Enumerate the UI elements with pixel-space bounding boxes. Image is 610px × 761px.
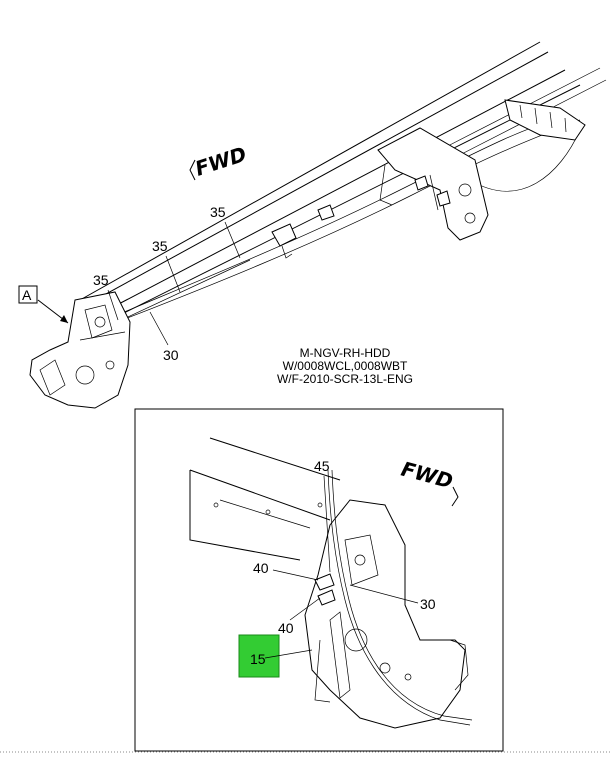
view-a-reference: A — [18, 285, 69, 324]
applicability-note: M-NGV-RH-HDD W/0008WCL,0008WBT W/F-2010-… — [277, 346, 413, 386]
callout-35-top: 35 — [210, 204, 226, 220]
note-line-2: W/0008WCL,0008WBT — [283, 359, 408, 373]
forward-label-detail: FWD — [399, 457, 456, 494]
cross-member — [377, 127, 489, 241]
callout-40-upper: 40 — [253, 560, 269, 576]
front-bracket — [504, 99, 586, 141]
forward-indicator: FWD — [189, 142, 249, 181]
detail-view-a: FWD 45 40 40 30 15 — [134, 408, 504, 752]
callout-40-lower: 40 — [278, 620, 294, 636]
callout-30-detail: 30 — [420, 596, 436, 612]
rear-bracket — [29, 291, 131, 409]
callout-35-middle: 35 — [152, 238, 168, 254]
note-line-1: M-NGV-RH-HDD — [300, 346, 391, 360]
callout-15[interactable]: 15 — [250, 651, 266, 667]
highlighted-callout-box[interactable] — [238, 634, 280, 678]
callout-45: 45 — [314, 458, 330, 474]
view-a-label: A — [22, 287, 32, 303]
rail-clips — [271, 175, 451, 259]
frame-rail-assembly — [79, 41, 607, 331]
callout-35-left: 35 — [93, 272, 109, 288]
callout-30-main: 30 — [163, 347, 179, 363]
forward-label: FWD — [192, 142, 249, 181]
note-line-3: W/F-2010-SCR-13L-ENG — [277, 372, 413, 386]
main-view-callouts: 35 35 35 30 — [93, 204, 241, 363]
